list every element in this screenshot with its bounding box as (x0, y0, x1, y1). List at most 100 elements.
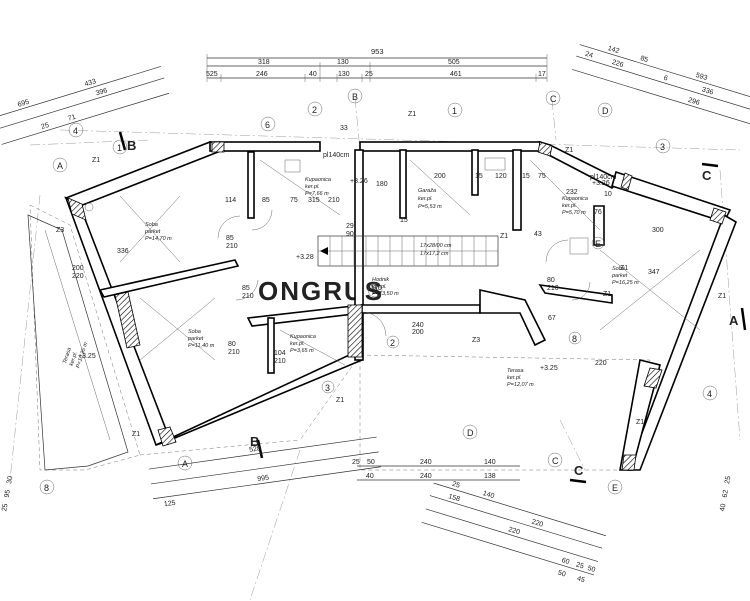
svg-text:25: 25 (352, 459, 360, 466)
svg-text:90: 90 (346, 231, 354, 238)
svg-text:Z1: Z1 (603, 291, 611, 298)
terrace-left (27, 204, 141, 471)
svg-text:50: 50 (557, 570, 567, 579)
svg-text:15: 15 (522, 173, 530, 180)
svg-text:ker.pl.: ker.pl. (507, 375, 522, 381)
dim-right-7: 336 (701, 86, 714, 96)
svg-text:220: 220 (507, 526, 520, 536)
svg-text:140: 140 (484, 459, 496, 466)
svg-text:138: 138 (484, 473, 496, 480)
svg-text:4: 4 (707, 389, 712, 399)
svg-text:C: C (552, 456, 559, 466)
svg-text:Kupaonica: Kupaonica (562, 196, 588, 202)
terrace-right (139, 354, 651, 471)
svg-text:P=12,07 m: P=12,07 m (507, 382, 534, 388)
svg-text:8: 8 (44, 483, 49, 493)
section-mark-c-top: C (702, 168, 712, 183)
svg-text:33: 33 (340, 125, 348, 132)
svg-text:Z1: Z1 (500, 233, 508, 240)
svg-text:60: 60 (561, 557, 571, 566)
svg-text:Z1: Z1 (718, 293, 726, 300)
svg-text:pl140cm: pl140cm (590, 174, 617, 181)
svg-text:C: C (550, 94, 557, 104)
svg-text:995: 995 (257, 474, 270, 483)
room-soba-2: Soba parket P=11,40 m (187, 329, 215, 349)
svg-text:104: 104 (274, 350, 286, 357)
svg-text:parket: parket (144, 229, 161, 235)
svg-text:P=16,25 m: P=16,25 m (612, 280, 639, 286)
dim-left-5: 71 (67, 114, 77, 123)
building-walls (64, 140, 737, 471)
svg-text:200: 200 (412, 329, 424, 336)
svg-text:3: 3 (660, 142, 665, 152)
dim-right-5: 226 (611, 59, 624, 69)
section-mark-c-bottom: C (574, 463, 584, 478)
svg-text:528: 528 (249, 445, 262, 454)
svg-text:300: 300 (652, 227, 664, 234)
dim-right-1: 142 (607, 45, 620, 55)
svg-text:80: 80 (228, 341, 236, 348)
svg-text:120: 120 (370, 285, 382, 292)
svg-text:Terasa: Terasa (507, 368, 524, 374)
svg-text:50: 50 (587, 565, 597, 574)
svg-text:85: 85 (242, 285, 250, 292)
left-dimension-chains: 695 433 396 25 71 (0, 66, 170, 145)
svg-text:+3.25: +3.25 (540, 365, 558, 372)
svg-text:Z1: Z1 (92, 157, 100, 164)
svg-text:P=5,70 m: P=5,70 m (562, 210, 586, 216)
stairs-label-1: 17x28/00 cm (420, 243, 452, 249)
svg-text:ker.pl.: ker.pl. (562, 203, 577, 209)
svg-text:B: B (372, 286, 378, 296)
svg-text:210: 210 (228, 349, 240, 356)
svg-text:220: 220 (595, 360, 607, 367)
svg-text:Hodnik: Hodnik (372, 277, 389, 283)
room-labels: Kupaonica ker.pl. P=7,66 m Garaža ker.pl… (62, 177, 639, 388)
svg-text:76: 76 (594, 209, 602, 216)
svg-text:ker.pl.: ker.pl. (290, 341, 305, 347)
svg-text:25: 25 (451, 481, 461, 490)
svg-text:P=11,40 m: P=11,40 m (188, 343, 215, 349)
svg-text:25: 25 (1, 503, 9, 512)
svg-text:Terasa: Terasa (62, 347, 73, 365)
svg-text:45: 45 (576, 575, 586, 584)
svg-text:315: 315 (308, 197, 320, 204)
svg-text:Z1: Z1 (636, 419, 644, 426)
dim-right-4: 24 (584, 51, 594, 60)
svg-text:P=5,53 m: P=5,53 m (418, 204, 442, 210)
svg-text:Soba: Soba (145, 222, 158, 228)
dim-right-8: 296 (687, 97, 700, 107)
room-kupaonica-3: Kupaonica ker.pl. P=3,65 m (290, 334, 316, 354)
dim-left-3: 396 (95, 87, 108, 97)
svg-text:210: 210 (242, 293, 254, 300)
room-hodnik: Hodnik ker.pl. P=13,50 m (372, 277, 399, 297)
svg-text:+3.26: +3.26 (350, 178, 368, 185)
svg-text:Z1: Z1 (408, 111, 416, 118)
svg-text:P=3,65 m: P=3,65 m (290, 348, 314, 354)
svg-text:Kupaonica: Kupaonica (305, 177, 331, 183)
svg-text:parket: parket (187, 336, 204, 342)
svg-text:40: 40 (366, 473, 374, 480)
svg-text:43: 43 (534, 231, 542, 238)
svg-text:85: 85 (226, 235, 234, 242)
window-tags: Z1 Z1 Z3 Z1 Z1 Z1 Z1 Z3 Z1 Z1 Z1 Z1 (56, 111, 726, 438)
room-soba-1: Soba parket P=14,70 m (144, 222, 172, 242)
staircase (317, 235, 499, 267)
svg-text:80: 80 (547, 277, 555, 284)
dim-top-9: 461 (450, 71, 462, 78)
room-kupaonica-1: Kupaonica ker.pl. P=7,66 m (305, 177, 331, 197)
svg-text:125: 125 (164, 500, 177, 509)
svg-text:210: 210 (328, 197, 340, 204)
section-mark-b-bottom: B (250, 434, 259, 449)
svg-text:15: 15 (475, 173, 483, 180)
svg-text:ker.pl.: ker.pl. (305, 184, 320, 190)
svg-text:120: 120 (495, 173, 507, 180)
svg-text:Z1: Z1 (565, 147, 573, 154)
svg-text:220: 220 (531, 519, 544, 529)
svg-text:3: 3 (325, 383, 330, 393)
svg-text:6: 6 (265, 120, 270, 130)
svg-text:ker.pl.: ker.pl. (69, 351, 79, 367)
dim-right-2: 85 (639, 55, 649, 64)
svg-text:180: 180 (376, 181, 388, 188)
svg-text:85: 85 (262, 197, 270, 204)
stairs-label-2: 17x17,2 cm (420, 251, 449, 257)
